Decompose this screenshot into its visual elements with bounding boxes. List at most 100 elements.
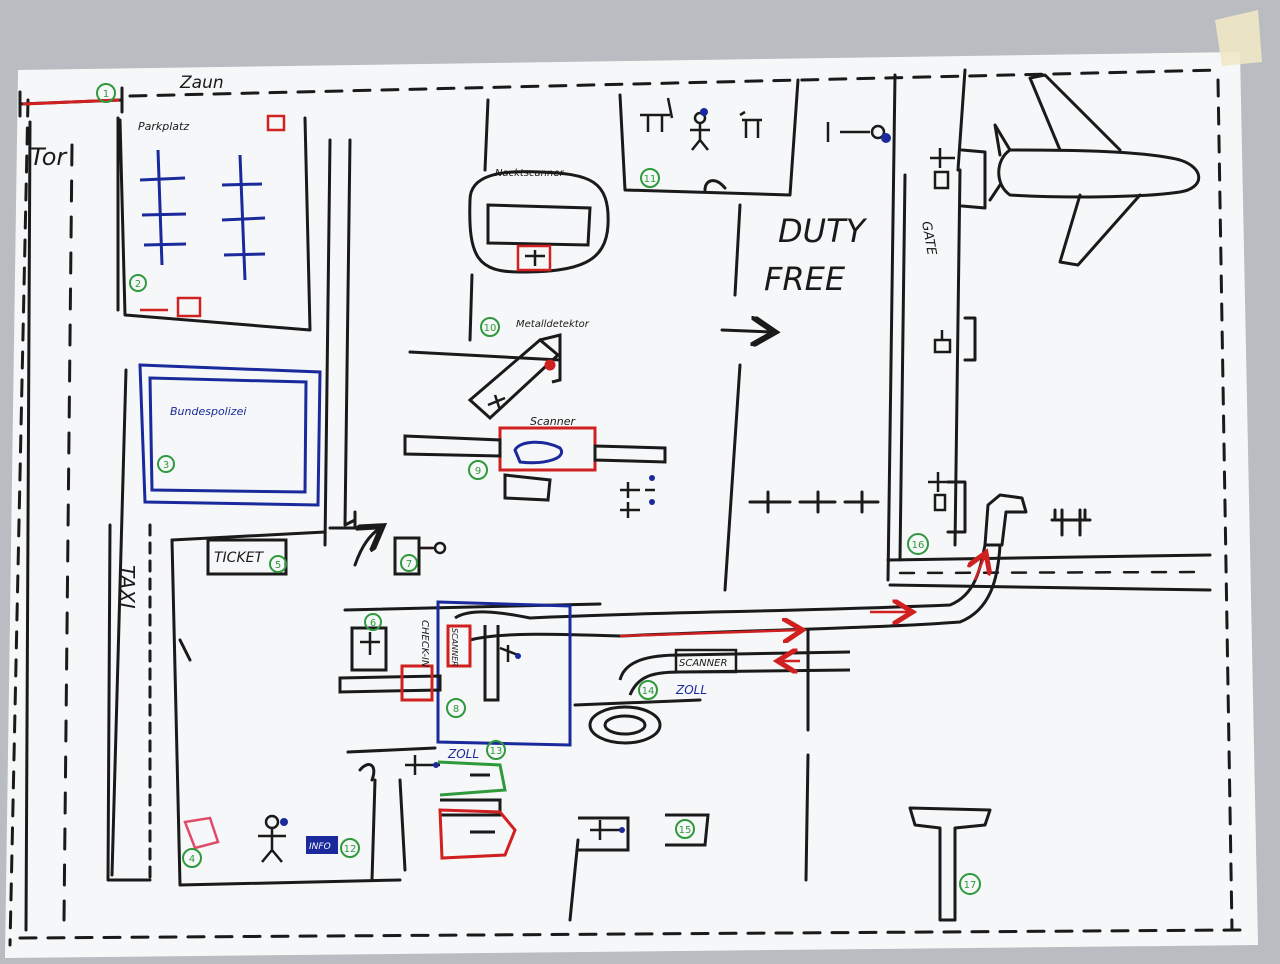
person-11 — [933, 330, 952, 354]
taxiway-upper — [886, 553, 1212, 562]
marker-15-label: 15 — [679, 825, 692, 836]
parking-box — [118, 116, 312, 332]
bottom-wall-6 — [568, 838, 580, 922]
tape-corner — [1215, 10, 1262, 66]
label-checkin: CHECK-IN — [419, 620, 430, 668]
counter-row-3 — [843, 490, 880, 514]
marker-14-label: 14 — [642, 686, 655, 697]
marker-17 — [959, 873, 981, 895]
security-scanner — [403, 426, 667, 502]
plane-wing-top — [1028, 73, 1122, 152]
counter-row-1 — [748, 490, 792, 514]
marker-2-label: 2 — [135, 279, 141, 290]
label-free: FREE — [764, 260, 846, 298]
marker-14 — [638, 680, 658, 700]
marker-12 — [340, 838, 360, 858]
fence-left — [8, 98, 30, 947]
person-10 — [928, 472, 950, 512]
luggage-cart — [1050, 508, 1092, 537]
wall-c — [408, 350, 562, 362]
gate-line — [956, 68, 967, 172]
marker-7-label: 7 — [406, 559, 412, 570]
person-12 — [640, 97, 674, 132]
waiting-room — [618, 78, 800, 197]
marker-17-label: 17 — [964, 880, 977, 891]
parking-rows — [139, 149, 266, 281]
waiting-room-door — [703, 179, 727, 192]
marker-16-label: 16 — [912, 540, 925, 551]
label-scanner-customs: SCANNER — [679, 658, 727, 669]
label-taxi: TAXI — [115, 565, 139, 609]
label-metalldetektor: Metalldetektor — [516, 319, 590, 330]
red-symbols — [140, 114, 432, 850]
police-building — [138, 363, 322, 507]
road-left-center — [62, 143, 74, 922]
label-gate: GATE — [918, 220, 939, 257]
label-nacktscanner: Nacktscanner — [495, 168, 564, 179]
label-tor: Tor — [30, 143, 68, 171]
label-ticket: TICKET — [214, 550, 264, 566]
marker-10-label: 10 — [484, 323, 497, 334]
counter-row-2 — [798, 490, 837, 514]
marker-11-label: 11 — [644, 174, 657, 185]
marker-9-label: 9 — [475, 466, 481, 477]
marker-15 — [675, 819, 695, 839]
bottom-wall-8 — [398, 778, 407, 872]
metal-detector — [467, 333, 562, 421]
marker-13 — [486, 740, 506, 760]
label-duty: DUTY — [778, 212, 868, 250]
plane-wing-bottom — [1058, 193, 1142, 267]
label-zoll-1: ZOLL — [675, 683, 707, 697]
marker-12-label: 12 — [344, 844, 357, 855]
conveyor-main — [454, 544, 1002, 640]
person-8 — [590, 820, 620, 840]
marker-8-label: 8 — [453, 704, 459, 715]
marker-10 — [480, 317, 500, 337]
label-scanner-bag: SCANNER — [450, 628, 459, 667]
person-3 — [826, 122, 886, 142]
taxi-lane-left — [106, 523, 152, 882]
bottom-wall-9 — [358, 763, 376, 782]
person-9 — [930, 148, 955, 190]
wall-b — [468, 273, 474, 342]
person-6 — [620, 502, 640, 518]
body-scanner — [468, 170, 610, 274]
marker-3 — [157, 455, 175, 473]
label-parkplatz: Parkplatz — [138, 120, 189, 133]
terminal-wall-left — [170, 538, 402, 887]
blue-marks — [280, 108, 891, 833]
checkin-area — [206, 536, 572, 747]
bridge-2 — [963, 316, 977, 362]
plane-tail — [988, 123, 1012, 202]
marker-11 — [640, 168, 660, 188]
road-left-line1 — [24, 120, 32, 932]
marker-5 — [269, 555, 287, 573]
bottom-wall-3 — [573, 698, 702, 707]
inner-road-2 — [343, 138, 357, 527]
marker-3-label: 3 — [163, 460, 169, 471]
label-bundespolizei: Bundespolizei — [170, 405, 246, 418]
bottom-wall-2 — [346, 746, 437, 754]
label-scanner-main: Scanner — [530, 415, 576, 428]
marker-6 — [364, 613, 382, 631]
marker-1 — [96, 83, 116, 103]
customs-lanes — [437, 760, 710, 860]
marker-4 — [182, 848, 202, 868]
bottom-wall-5 — [804, 753, 810, 882]
label-info-sign: INFO — [309, 842, 331, 852]
person-1 — [258, 814, 286, 863]
taxiway-lower — [888, 583, 1212, 592]
person-2 — [690, 111, 710, 151]
person-14 — [360, 632, 380, 655]
marker-5-label: 5 — [275, 560, 281, 571]
hall-wall-3 — [886, 73, 897, 582]
label-zaun: Zaun — [179, 73, 224, 93]
marker-6-label: 6 — [370, 618, 376, 629]
terminal-diag — [178, 638, 192, 662]
inner-road-1 — [323, 138, 332, 547]
hall-wall-4 — [898, 173, 907, 562]
info-sign-box — [306, 836, 338, 854]
person-4 — [418, 541, 447, 555]
duty-free-arrow — [720, 330, 772, 332]
